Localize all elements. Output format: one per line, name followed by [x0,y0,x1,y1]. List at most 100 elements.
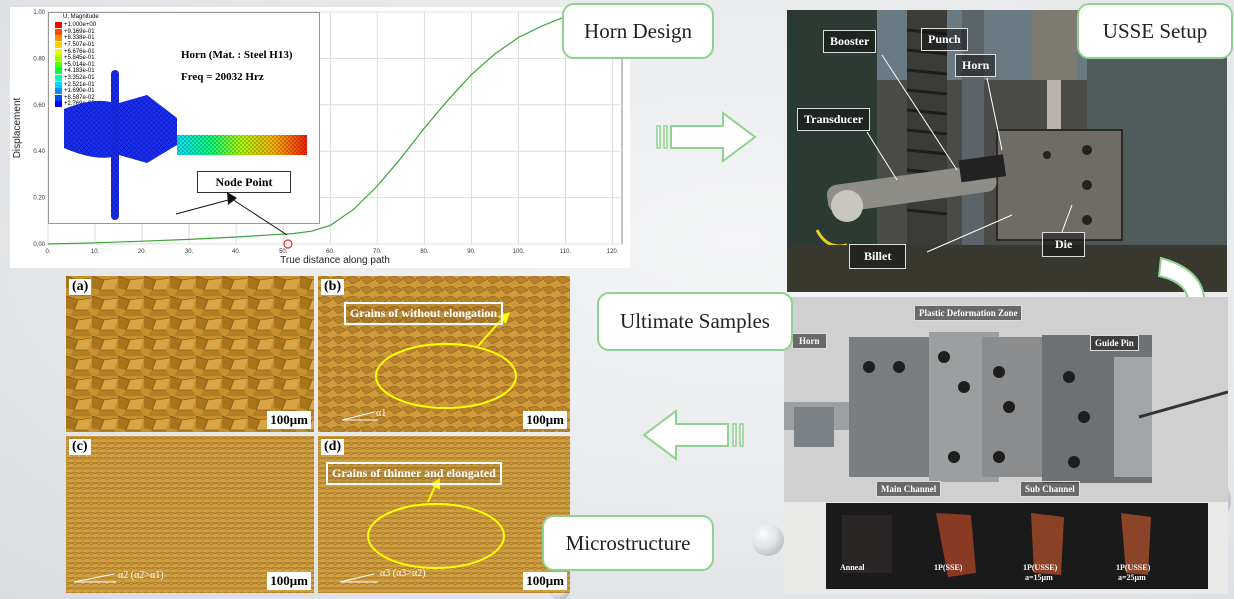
x-tick-label: 90. [467,249,476,255]
micrograph-b-scale: 100μm [523,411,567,429]
main-channel-label: Main Channel [876,481,942,497]
legend-swatch [55,42,62,49]
stage-label-ultimate-samples: Ultimate Samples [597,292,793,351]
x-tick-label: 120. [607,249,619,255]
punch-label: Punch [921,28,968,51]
fea-displacement-figure: 0.10.20.30.40.50.60.70.80.90.100.110.120… [10,7,630,268]
legend-row: +1.000e+00 [55,22,96,29]
node-arrows [175,192,288,236]
micrograph-b: (b) Grains of without elongation α1 100μ… [318,276,570,432]
transducer-label: Transducer [797,108,871,131]
stage-label-usse-setup: USSE Setup [1077,3,1233,59]
sample-label-4b: a=25μm [1118,573,1146,582]
legend-swatch [55,35,62,42]
booster-label: Booster [823,30,877,53]
y-tick-label: 0.60 [33,103,45,109]
flow-arrow-right [656,111,757,163]
legend-row: +6.676e-01 [55,48,96,55]
legend-swatch [55,28,62,35]
sample-label-3: 1P(USSE) [1023,563,1058,572]
y-tick-label: 1.00 [33,10,45,16]
sample-label-3b: a=15μm [1025,573,1053,582]
legend-row: +1.690e-01 [55,88,96,95]
legend-value: +1.000e+00 [64,22,97,29]
series-line [47,11,585,245]
micrograph-c-tag: (c) [69,439,91,455]
sample-label-4: 1P(USSE) [1116,563,1151,572]
legend-value: +1.690e-01 [64,88,95,95]
legend-row: +5.845e-01 [55,55,96,62]
x-tick-label: 70. [373,249,382,255]
legend-value: +2.521e-01 [64,81,95,88]
x-tick-label: 80. [420,249,429,255]
legend-row: +9.169e-01 [55,28,96,36]
sub-channel-label: Sub Channel [1020,481,1080,497]
legend-value: +5.014e-01 [64,61,95,68]
stage-label-horn-design: Horn Design [562,3,714,59]
fe-model-inset: U, Magnitude +1.000e+00+9.169e-01+8.338e… [48,12,320,224]
x-tick-label: 20. [138,249,147,255]
legend-value: +9.169e-01 [64,28,95,35]
x-axis-label: True distance along path [280,255,390,266]
micrograph-d-scale: 100μm [523,572,567,590]
legend-value: +3.352e-01 [64,75,95,82]
legend-swatch [55,48,62,55]
micrograph-d: (d) Grains of thinner and elongated α3 (… [318,436,570,593]
legend-swatch [55,22,62,29]
guide-pin-label: Guide Pin [1090,335,1139,351]
legend-row: +2.521e-01 [55,81,96,88]
legend-swatch [55,55,62,62]
die-and-samples-photo: Horn Plastic Deformation Zone Guide Pin … [784,297,1228,594]
legend-value: +8.587e-02 [64,94,95,101]
x-tick-label: 0. [45,249,50,255]
usse-pointer-lines [866,54,1073,253]
micrograph-a: (a) 100μm [66,276,314,432]
y-axis-label: Displacement [12,97,23,158]
x-tick-label: 100. [513,249,525,255]
stage-label-microstructure: Microstructure [542,515,714,571]
x-tick-label: 60. [326,249,335,255]
x-tick-label: 30. [185,249,194,255]
node-point-marker [283,239,293,249]
die-label: Die [1042,232,1086,257]
micrograph-a-tag: (a) [69,279,92,295]
legend-swatch [55,75,62,82]
legend-row: +8.587e-02 [55,94,96,102]
sample-label-1: Anneal [840,563,865,572]
micrograph-d-angle: α3 (α3>α2) [380,568,426,579]
x-tick-label: 10. [91,249,100,255]
micrograph-b-tag: (b) [321,279,345,295]
legend-row: +7.507e-01 [55,42,96,49]
legend-row: +5.014e-01 [55,61,96,69]
plastic-zone-label: Plastic Deformation Zone [914,305,1023,321]
micrograph-c-scale: 100μm [267,572,311,590]
x-tick-label: 110. [560,249,572,255]
legend-value: +6.676e-01 [64,48,95,55]
node-point-label: Node Point [197,171,291,193]
legend-swatch [55,94,62,101]
legend-swatch [55,68,62,75]
y-tick-label: 0.20 [33,196,45,202]
legend-row: +4.183e-01 [55,68,96,75]
legend-value: +7.507e-01 [64,42,95,49]
sample-label-2: 1P(SSE) [934,563,963,572]
micrograph-b-angle: α1 [376,408,387,419]
legend-title: U, Magnitude [63,14,99,20]
billet-label: Billet [849,244,907,269]
horn-mesh-model [64,70,307,220]
legend-swatch [55,81,62,88]
micrograph-b-note: Grains of without elongation [344,302,504,325]
legend-swatch [55,61,62,68]
y-tick-label: 0.40 [33,149,45,155]
die-horn-label: Horn [792,333,827,349]
micrograph-c: (c) α2 (α2>α1) 100μm [66,436,314,593]
micrograph-a-scale: 100μm [267,411,311,429]
micrograph-d-tag: (d) [321,439,345,455]
legend-value: +4.183e-01 [64,68,95,75]
flow-arrow-left [642,409,744,461]
samples-strip: Anneal 1P(SSE) 1P(USSE) a=15μm 1P(USSE) … [826,503,1208,589]
y-tick-label: 0.80 [33,56,45,62]
legend-value: +5.845e-01 [64,55,95,62]
legend-swatch [55,88,62,95]
split-die-drawing [784,297,1228,502]
